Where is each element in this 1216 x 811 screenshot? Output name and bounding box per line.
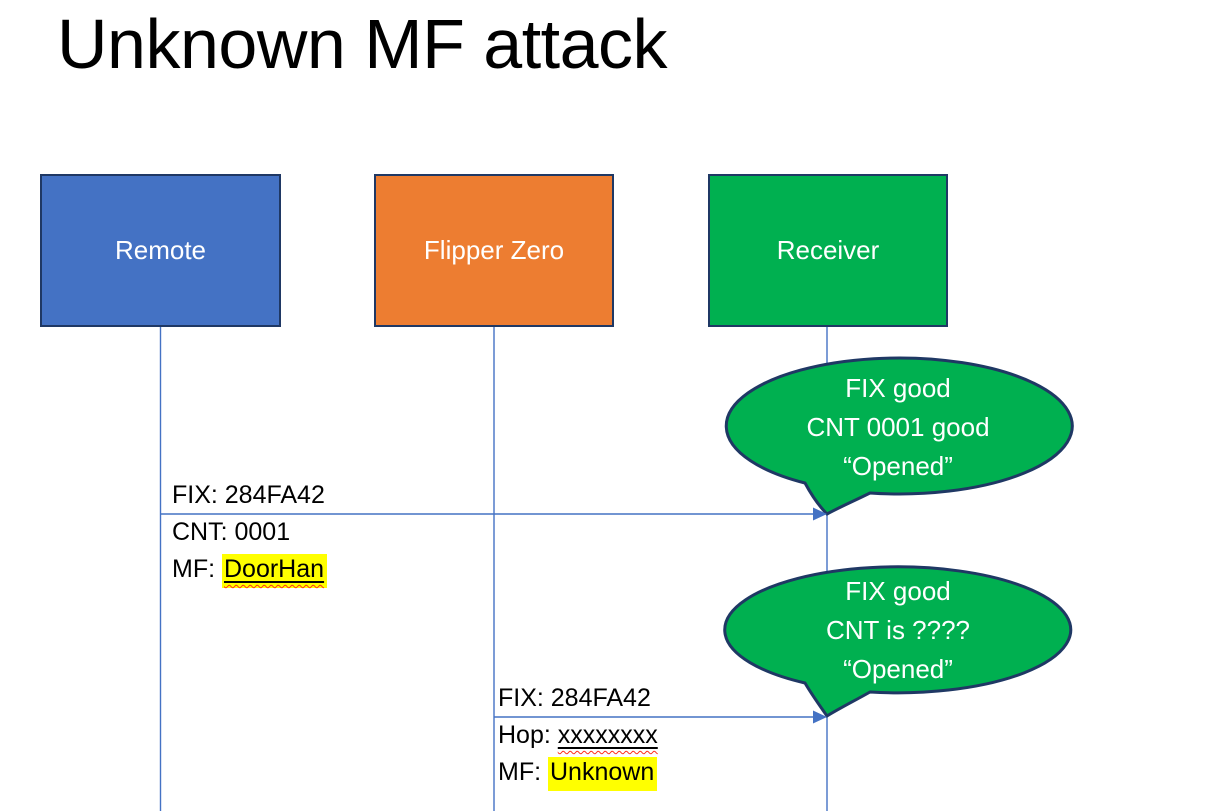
receiver-speech-bubble-2-text: FIX good CNT is ???? “Opened”: [725, 572, 1071, 689]
bubble2-line1: FIX good: [845, 576, 951, 606]
message1-cnt-value: 0001: [234, 518, 291, 546]
bubble1-line1: FIX good: [845, 373, 951, 403]
message1-label-block: FIX: 284FA42 CNT: 0001 MF: DoorHan: [172, 477, 328, 588]
message2-label-block: FIX: 284FA42 Hop: xxxxxxxx MF: Unknown: [498, 680, 658, 791]
receiver-speech-bubble-1-shape: [724, 356, 1074, 516]
message1-arrowhead-icon: [813, 507, 827, 521]
message1-fix-line: FIX: 284FA42: [172, 481, 325, 509]
message1-cnt-line: CNT: 0001: [172, 514, 327, 551]
message2-hop-line: Hop: xxxxxxxx: [498, 717, 658, 754]
actor-label-flipper-zero: Flipper Zero: [423, 235, 565, 265]
receiver-speech-bubble-2-shape: [723, 565, 1073, 719]
message1-mf-highlight: DoorHan: [222, 554, 328, 588]
message2-arrowhead-icon: [813, 710, 827, 724]
message2-mf-line: MF: Unknown: [498, 754, 658, 791]
receiver-speech-bubble-1-text: FIX good CNT 0001 good “Opened”: [725, 369, 1071, 486]
slide-title: Unknown MF attack: [57, 5, 668, 83]
actor-box-flipper-zero: Flipper Zero: [374, 174, 614, 327]
message1-cnt-prefix: CNT:: [172, 518, 235, 546]
message2-hop-underline: xxxxxxxx: [558, 721, 658, 749]
actor-box-receiver: Receiver: [708, 174, 948, 327]
message2-mf-prefix: MF:: [498, 758, 548, 786]
message1-mf-value: DoorHan: [224, 555, 325, 583]
bubble1-line3: “Opened”: [843, 451, 953, 481]
actor-label-remote: Remote: [114, 235, 207, 265]
bubble2-line2: CNT is ????: [825, 615, 971, 645]
message2-hop-value: xxxxxxxx: [557, 721, 658, 749]
message1-mf-line: MF: DoorHan: [172, 551, 328, 588]
actor-box-remote: Remote: [40, 174, 281, 327]
message1-mf-prefix: MF:: [172, 555, 222, 583]
message2-fix-line: FIX: 284FA42: [498, 684, 651, 712]
message2-hop-prefix: Hop:: [498, 721, 558, 749]
actor-label-receiver: Receiver: [776, 235, 880, 265]
bubble1-line2: CNT 0001 good: [806, 412, 990, 442]
bubble2-line3: “Opened”: [843, 654, 953, 684]
message2-mf-value: Unknown: [548, 757, 658, 791]
